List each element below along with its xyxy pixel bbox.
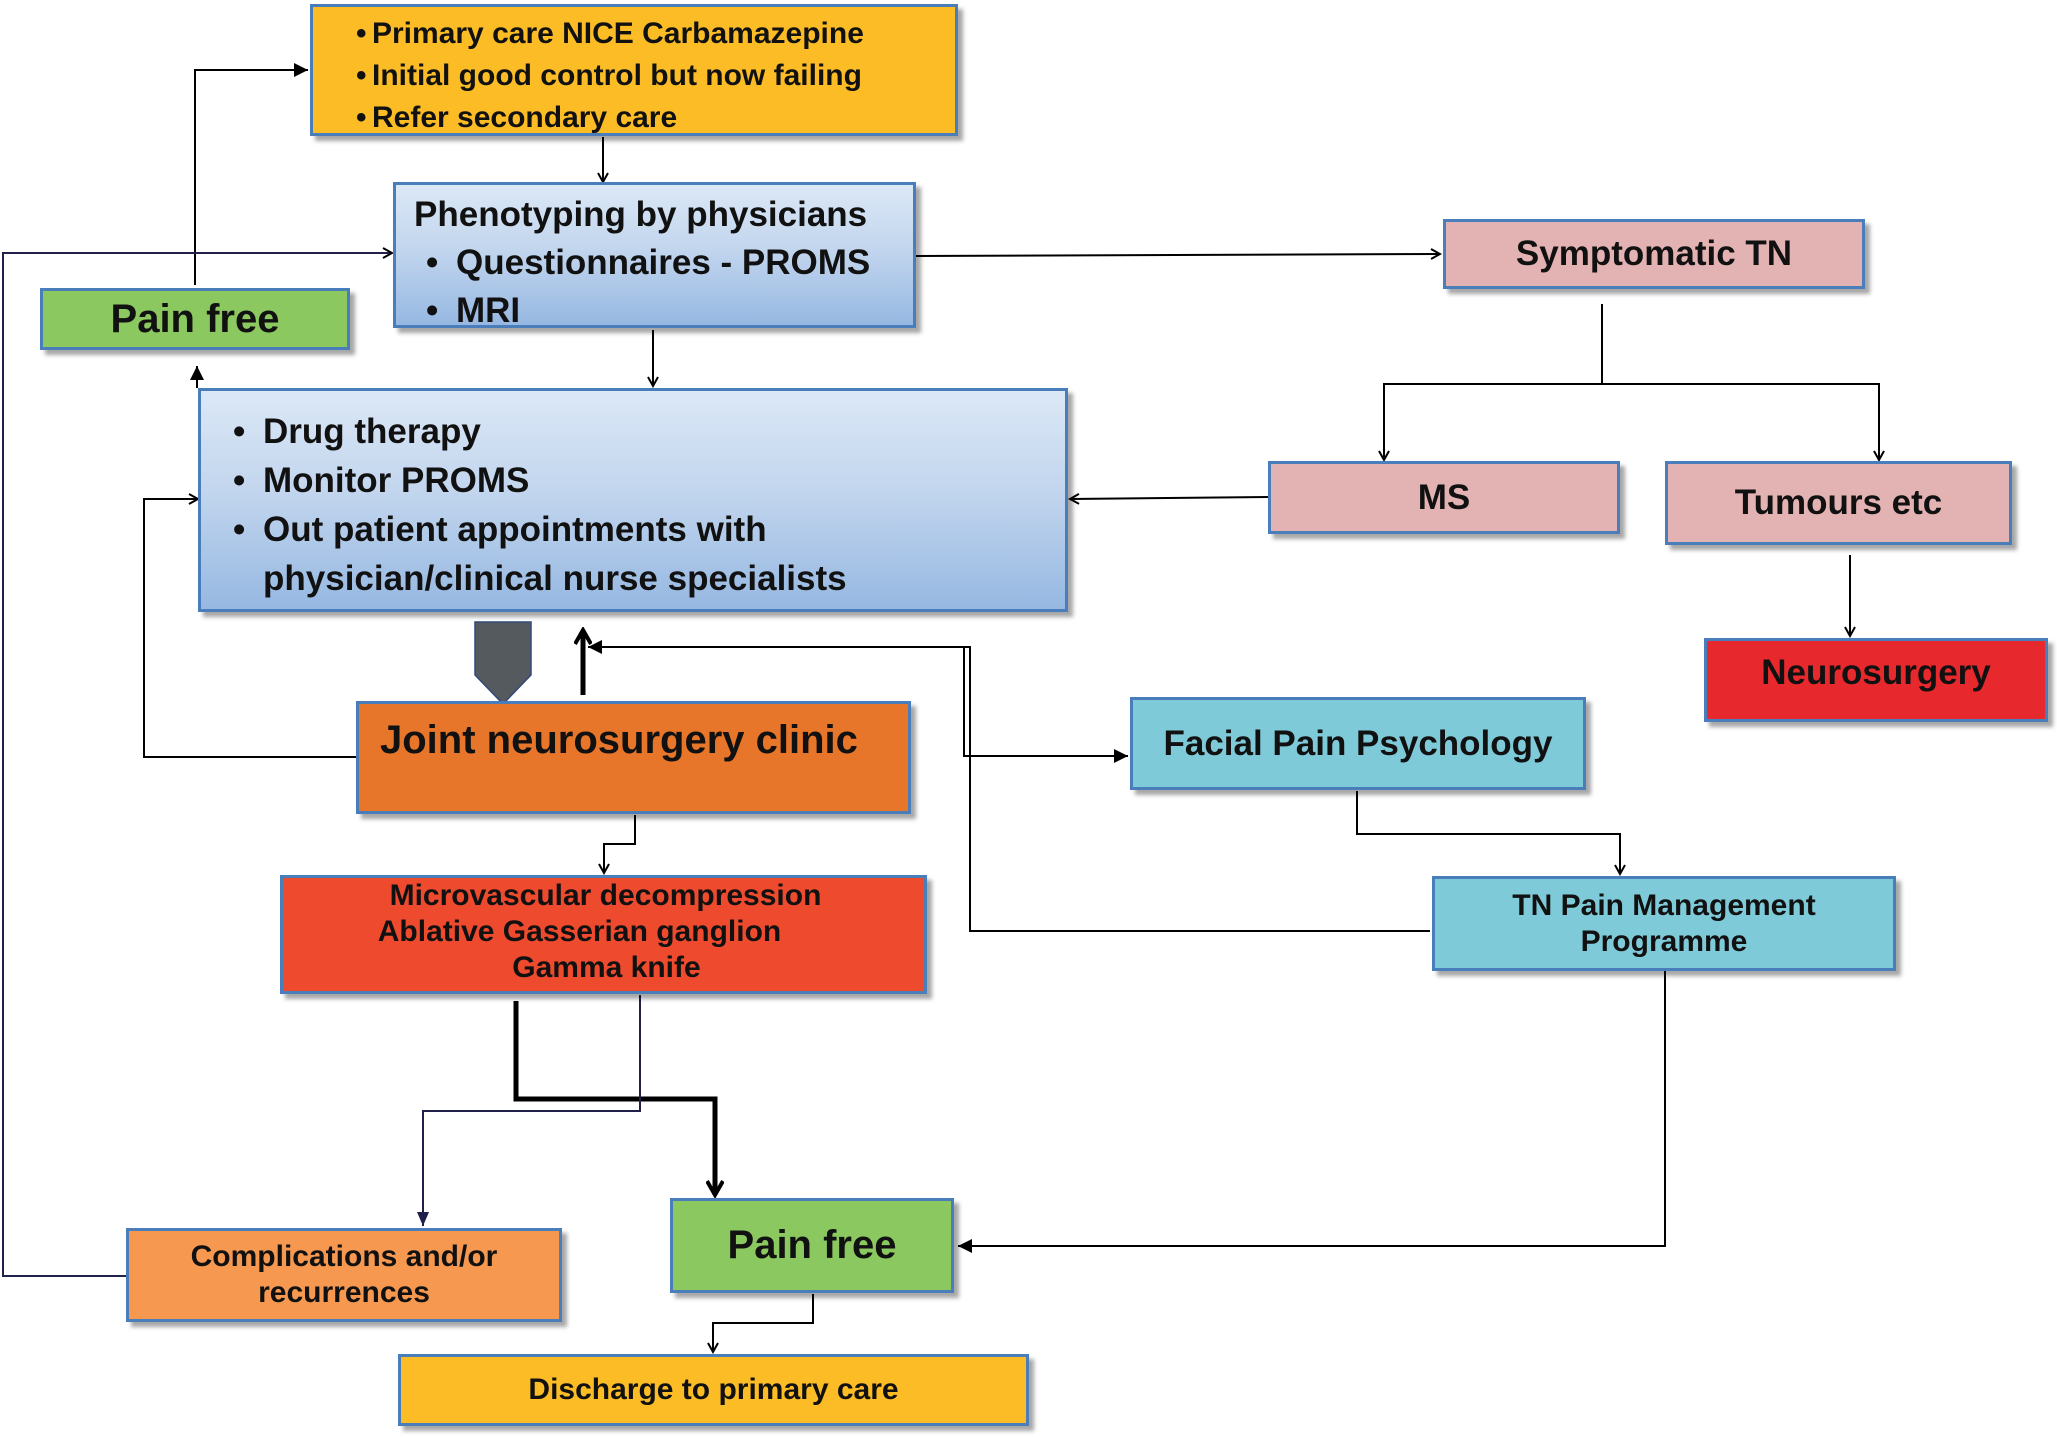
procedures-line: Ablative Gasserian ganglion <box>377 915 782 948</box>
phenotyping-item: Questionnaires - PROMS <box>414 239 913 287</box>
connector-phenotyping-to-symptomatic <box>914 254 1440 256</box>
connector-complications-to-phenotyping <box>2 253 392 1277</box>
primary-care-item: Initial good control but now failing <box>352 55 955 97</box>
drug-therapy-item: Drug therapy <box>221 407 881 456</box>
pain-free-bottom-box: Pain free <box>670 1198 954 1293</box>
procedures-line: Microvascular decompression <box>389 879 822 912</box>
drug-therapy-item: Out patient appointments with physician/… <box>221 505 881 603</box>
connector-symptomatic-to-tumours <box>1602 383 1879 460</box>
joint-neurosurgery-clinic-box: Joint neurosurgery clinic <box>356 701 911 814</box>
tn-pain-management-line: TN Pain Management <box>1512 888 1816 922</box>
connector-procedures-to-complications <box>417 995 641 1226</box>
connector-joint-to-drug-loop <box>143 499 356 758</box>
ms-label: MS <box>1417 477 1471 517</box>
joint-neurosurgery-clinic-label: Joint neurosurgery clinic <box>380 718 858 762</box>
pain-free-top-label: Pain free <box>110 296 280 341</box>
connector-tnprogramme-to-painfree <box>958 971 1666 1253</box>
shield-arrow-icon <box>474 621 532 706</box>
phenotyping-title: Phenotyping by physicians <box>414 195 868 234</box>
facial-pain-psychology-box: Facial Pain Psychology <box>1130 697 1586 790</box>
neurosurgery-label: Neurosurgery <box>1761 653 1991 692</box>
tumours-label: Tumours etc <box>1734 483 1943 522</box>
symptomatic-tn-box: Symptomatic TN <box>1443 219 1865 289</box>
facial-pain-psychology-label: Facial Pain Psychology <box>1163 723 1553 763</box>
neurosurgery-box: Neurosurgery <box>1704 638 2048 722</box>
connector-symptomatic-to-ms <box>1384 304 1603 460</box>
connector-procedures-to-painfree-bold <box>513 1001 715 1195</box>
primary-care-list: Primary care NICE Carbamazepine Initial … <box>352 13 955 139</box>
connector-ms-to-drug <box>1070 497 1269 499</box>
connector-painfree-to-discharge <box>713 1294 814 1352</box>
primary-care-box: Primary care NICE Carbamazepine Initial … <box>310 4 958 139</box>
procedures-box: Microvascular decompression Ablative Gas… <box>280 875 927 994</box>
connector-painfree-to-primary <box>194 63 308 285</box>
drug-therapy-list: Drug therapy Monitor PROMS Out patient a… <box>221 407 881 603</box>
drug-therapy-item: Monitor PROMS <box>221 456 881 505</box>
primary-care-item: Primary care NICE Carbamazepine <box>352 13 955 55</box>
discharge-box: Discharge to primary care <box>398 1354 1029 1426</box>
connector-joint-to-procedures <box>604 815 636 873</box>
phenotyping-box: Phenotyping by physicians Questionnaires… <box>393 182 916 335</box>
primary-care-item: Refer secondary care <box>352 97 955 139</box>
procedures-line: Gamma knife <box>512 951 701 984</box>
complications-line: Complications and/or <box>190 1240 498 1273</box>
connector-tnprogramme-to-drug <box>588 640 1430 932</box>
pain-free-bottom-label: Pain free <box>727 1223 897 1267</box>
symptomatic-tn-label: Symptomatic TN <box>1515 234 1793 273</box>
ms-box: MS <box>1268 461 1620 534</box>
complications-box: Complications and/or recurrences <box>126 1228 562 1322</box>
complications-line: recurrences <box>258 1276 430 1309</box>
drug-therapy-box: Drug therapy Monitor PROMS Out patient a… <box>198 388 1068 612</box>
tn-pain-management-box: TN Pain Management Programme <box>1432 876 1896 971</box>
connector-facial-to-tnprogramme <box>1356 791 1620 874</box>
connector-to-facial-pain <box>963 647 1128 763</box>
tn-pain-management-line: Programme <box>1580 924 1748 958</box>
discharge-label: Discharge to primary care <box>528 1373 899 1406</box>
phenotyping-item: MRI <box>414 287 913 335</box>
phenotyping-list: Questionnaires - PROMS MRI <box>414 239 913 335</box>
tumours-box: Tumours etc <box>1665 461 2012 545</box>
pain-free-top-box: Pain free <box>40 288 350 350</box>
